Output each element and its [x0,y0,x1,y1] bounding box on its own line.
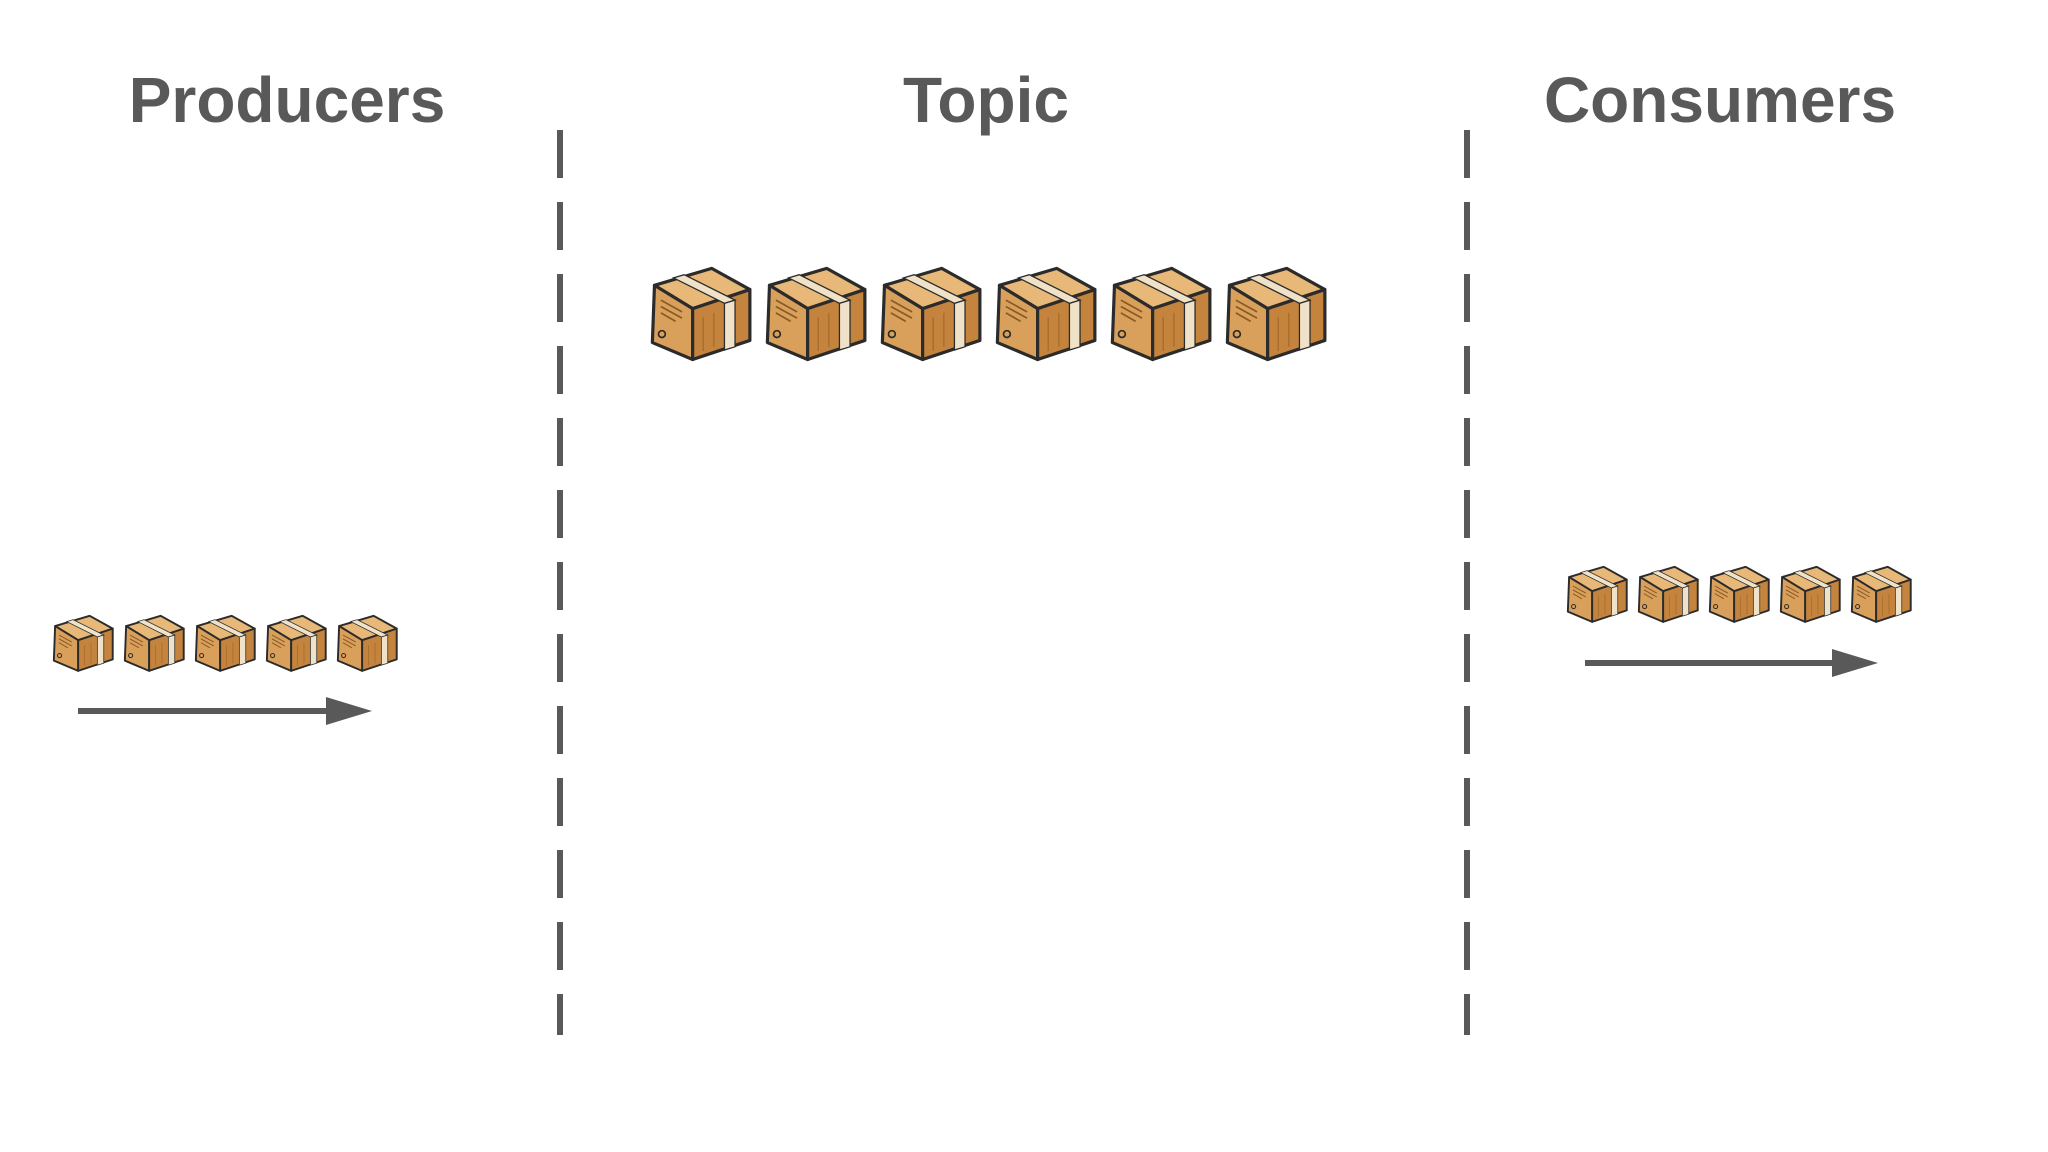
topic-package-icon [650,266,752,362]
topic-package-icon [1225,266,1327,362]
topic-heading: Topic [903,64,1069,136]
producer-package-icon [52,614,114,672]
consumer-package-icon [1637,565,1699,623]
consumers-heading: Consumers [1543,64,1897,136]
consumer-package-icon [1708,565,1770,623]
topic-packages [650,266,1327,362]
producers-heading: Producers [128,64,446,136]
consumer-package-icon [1566,565,1628,623]
producer-arrow-icon [78,697,372,725]
topic-package-icon [995,266,1097,362]
topic-package-icon [880,266,982,362]
producer-package-icon [265,614,327,672]
topic-package-icon [1110,266,1212,362]
consumer-package-icon [1850,565,1912,623]
consumer-packages [1566,565,1912,623]
producer-packages [52,614,398,672]
producer-package-icon [123,614,185,672]
producer-package-icon [194,614,256,672]
consumer-package-icon [1779,565,1841,623]
topic-package-icon [765,266,867,362]
consumer-arrow-icon [1585,649,1878,677]
producer-package-icon [336,614,398,672]
